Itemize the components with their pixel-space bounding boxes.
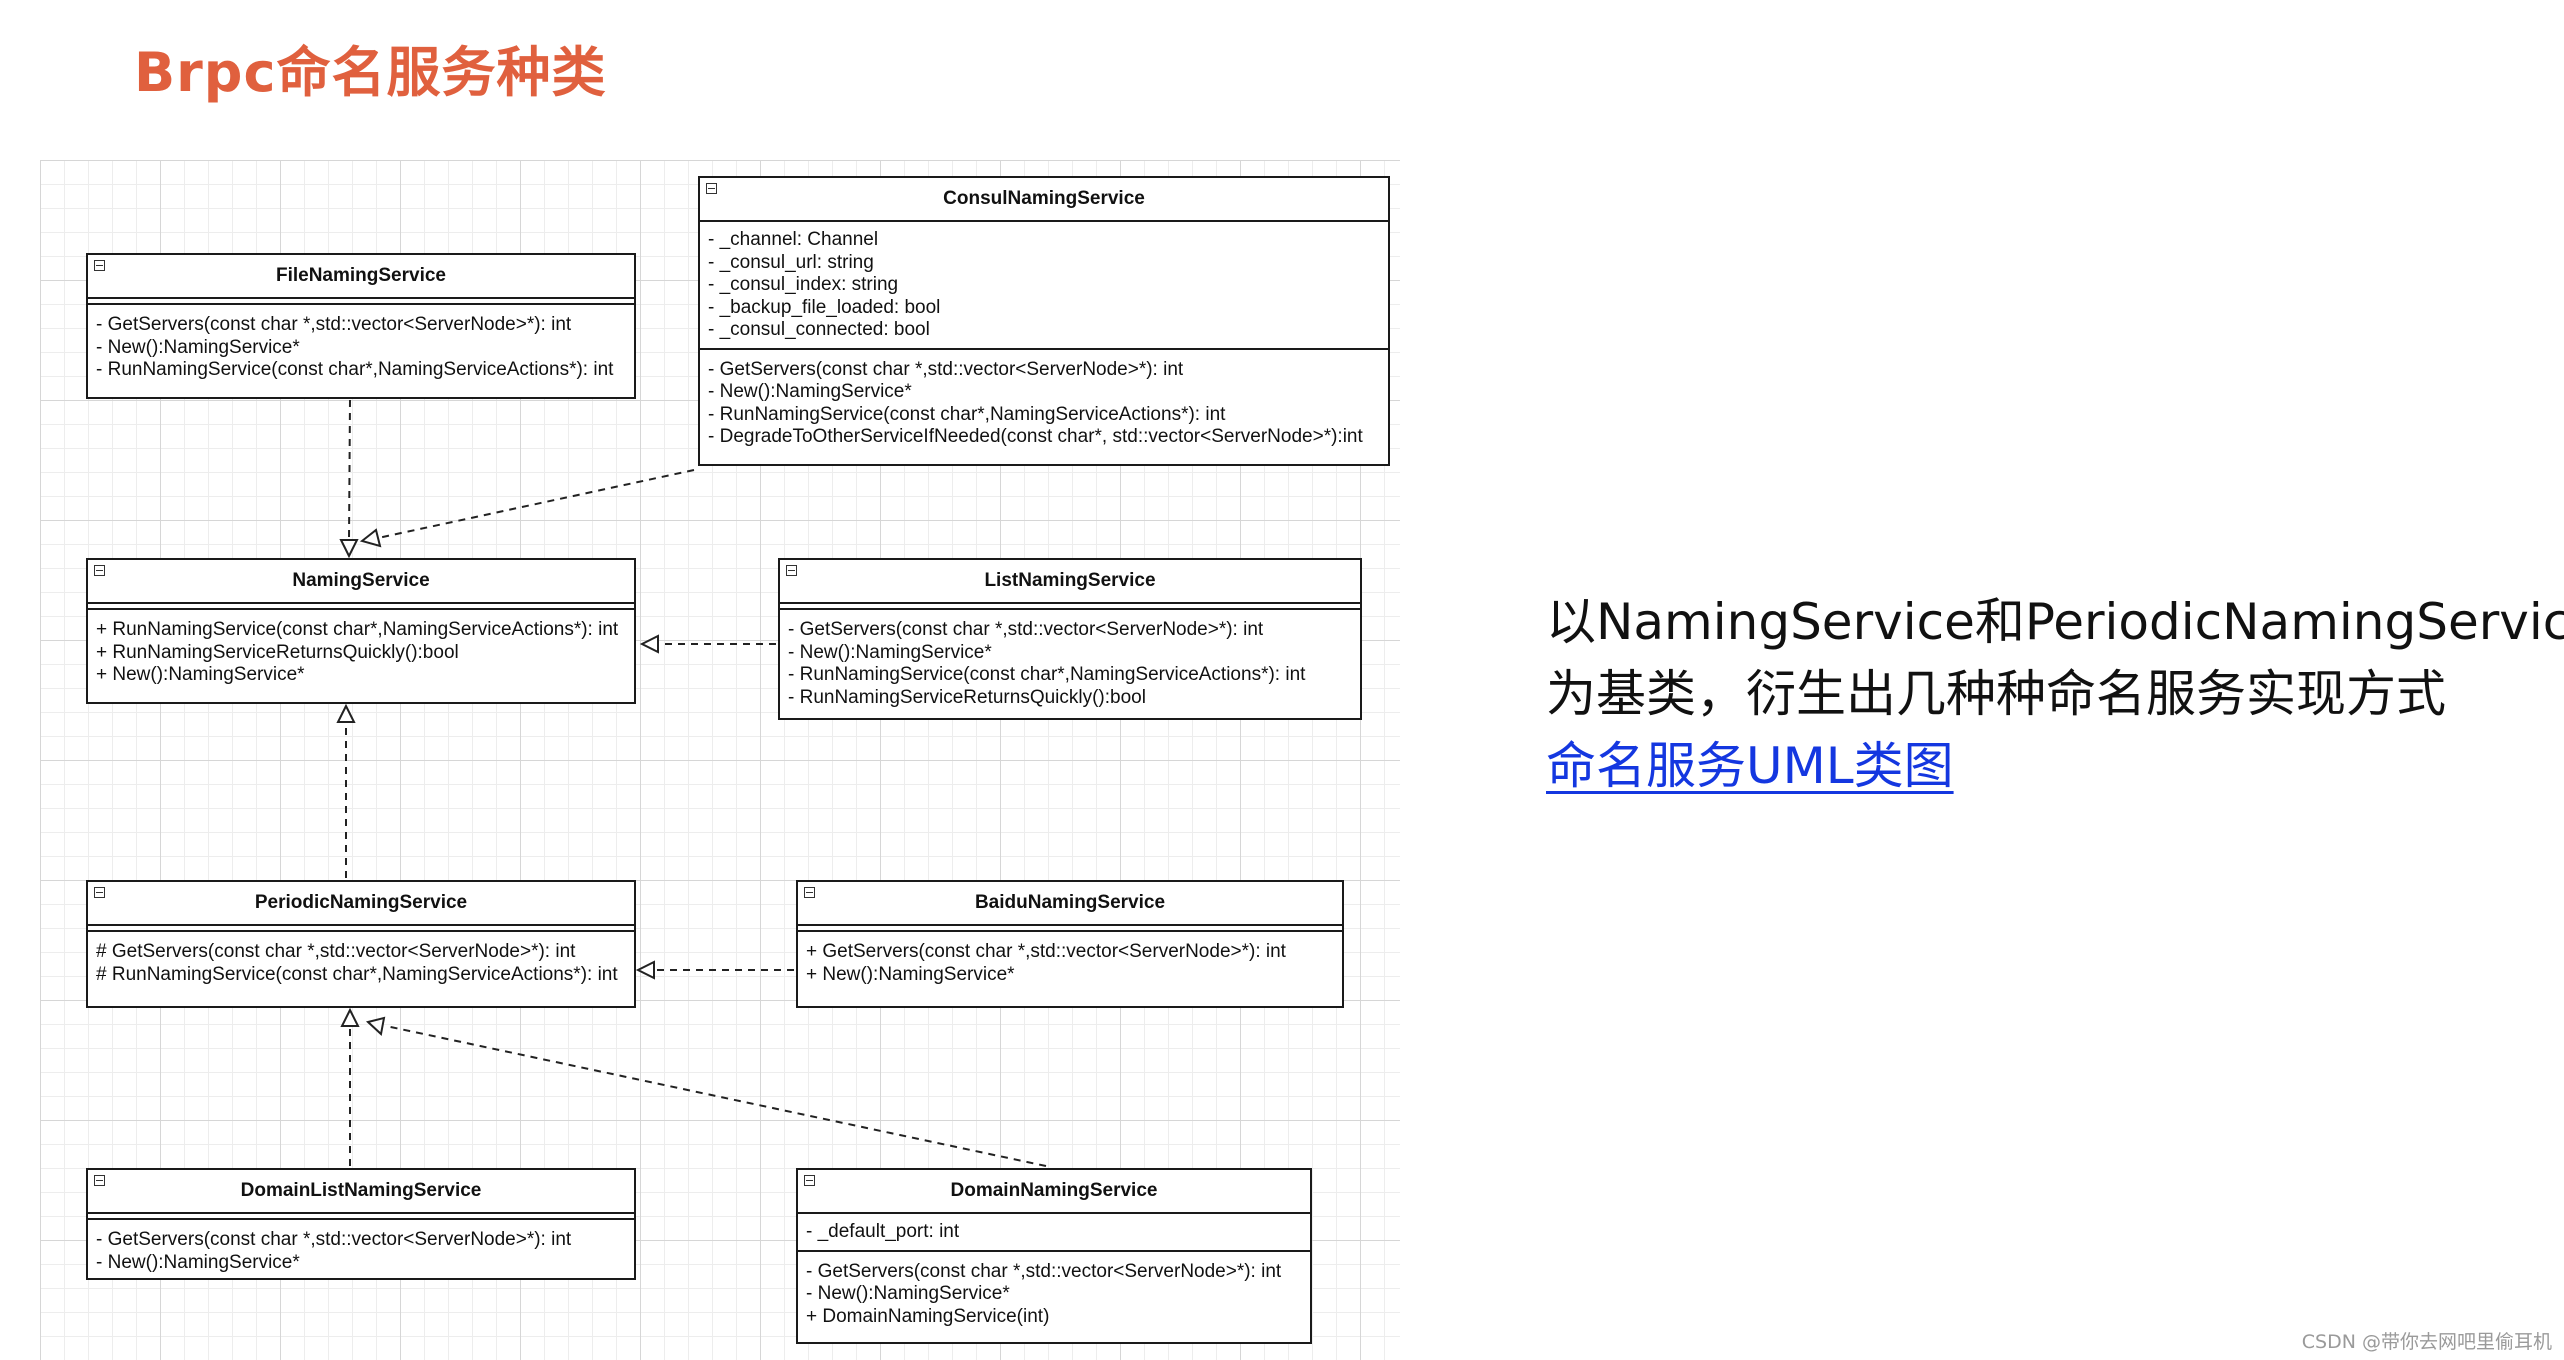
class-header: PeriodicNamingService	[88, 882, 634, 926]
class-consul-naming-service: ConsulNamingService - _channel: Channel …	[698, 176, 1390, 466]
class-header: ConsulNamingService	[700, 178, 1388, 222]
collapse-icon[interactable]	[94, 1175, 105, 1186]
method: - New():NamingService*	[806, 1283, 1010, 1304]
class-name: ListNamingService	[984, 570, 1156, 591]
method: # RunNamingService(const char*,NamingSer…	[96, 963, 618, 985]
method: - GetServers(const char *,std::vector<Se…	[708, 358, 1184, 380]
attributes-section	[88, 299, 634, 305]
class-header: NamingService	[88, 560, 634, 604]
collapse-icon[interactable]	[804, 1175, 815, 1186]
attribute: - _default_port: int	[806, 1221, 960, 1242]
class-name: DomainListNamingService	[240, 1180, 482, 1201]
attributes-section: - _channel: Channel - _consul_url: strin…	[700, 222, 1388, 350]
class-domain-list-naming-service: DomainListNamingService - GetServers(con…	[86, 1168, 636, 1280]
methods-section: # GetServers(const char *,std::vector<Se…	[88, 932, 634, 990]
method: - DegradeToOtherServiceIfNeeded(const ch…	[708, 426, 1363, 447]
method: + RunNamingServiceReturnsQuickly():bool	[96, 641, 459, 663]
class-naming-service: NamingService + RunNamingService(const c…	[86, 558, 636, 704]
class-header: FileNamingService	[88, 255, 634, 299]
method: - GetServers(const char *,std::vector<Se…	[96, 1229, 572, 1250]
method: - RunNamingService(const char*,NamingSer…	[96, 359, 614, 380]
collapse-icon[interactable]	[786, 565, 797, 576]
description-line-1: 以NamingService和PeriodicNamingService	[1546, 593, 2564, 651]
method: - New():NamingService*	[708, 381, 912, 402]
attribute: - _backup_file_loaded: bool	[708, 296, 941, 318]
page-title: Brpc命名服务种类	[134, 41, 607, 104]
method: + New():NamingService*	[806, 963, 1015, 985]
description-line-2: 为基类，衍生出几种种命名服务实现方式	[1546, 665, 2446, 723]
class-header: DomainListNamingService	[88, 1170, 634, 1214]
class-header: BaiduNamingService	[798, 882, 1342, 926]
collapse-icon[interactable]	[804, 887, 815, 898]
method: - RunNamingServiceReturnsQuickly():bool	[788, 686, 1146, 708]
collapse-icon[interactable]	[94, 565, 105, 576]
method: + GetServers(const char *,std::vector<Se…	[806, 941, 1286, 962]
attribute: - _consul_connected: bool	[708, 319, 930, 340]
watermark: CSDN @带你去网吧里偷耳机	[2301, 1331, 2552, 1353]
methods-section: - GetServers(const char *,std::vector<Se…	[780, 610, 1360, 713]
method: - New():NamingService*	[788, 641, 992, 663]
class-periodic-naming-service: PeriodicNamingService # GetServers(const…	[86, 880, 636, 1008]
class-header: DomainNamingService	[798, 1170, 1310, 1214]
method: + New():NamingService*	[96, 664, 305, 685]
methods-section: - GetServers(const char *,std::vector<Se…	[798, 1252, 1310, 1333]
description-link-line: 命名服务UML类图	[1546, 730, 2564, 802]
attributes-section	[780, 604, 1360, 610]
methods-section: - GetServers(const char *,std::vector<Se…	[88, 305, 634, 386]
class-list-naming-service: ListNamingService - GetServers(const cha…	[778, 558, 1362, 720]
class-name: DomainNamingService	[950, 1180, 1158, 1201]
attributes-section	[88, 926, 634, 932]
method: - RunNamingService(const char*,NamingSer…	[788, 664, 1306, 685]
methods-section: + RunNamingService(const char*,NamingSer…	[88, 610, 634, 691]
methods-section: - GetServers(const char *,std::vector<Se…	[88, 1220, 634, 1278]
class-name: FileNamingService	[275, 265, 447, 286]
class-header: ListNamingService	[780, 560, 1360, 604]
class-name: ConsulNamingService	[943, 188, 1145, 209]
method: + DomainNamingService(int)	[806, 1305, 1050, 1327]
uml-diagram-link[interactable]: 命名服务UML类图	[1546, 737, 1954, 795]
attributes-section	[798, 926, 1342, 932]
method: - New():NamingService*	[96, 336, 300, 358]
class-baidu-naming-service: BaiduNamingService + GetServers(const ch…	[796, 880, 1344, 1008]
methods-section: - GetServers(const char *,std::vector<Se…	[700, 350, 1388, 453]
attribute: - _consul_index: string	[708, 274, 899, 295]
methods-section: + GetServers(const char *,std::vector<Se…	[798, 932, 1342, 990]
description: 以NamingService和PeriodicNamingService 为基类…	[1546, 586, 2564, 802]
attribute: - _channel: Channel	[708, 229, 879, 250]
collapse-icon[interactable]	[94, 887, 105, 898]
attributes-section	[88, 1214, 634, 1220]
attributes-section: - _default_port: int	[798, 1214, 1310, 1252]
method: - GetServers(const char *,std::vector<Se…	[96, 314, 572, 335]
class-domain-naming-service: DomainNamingService - _default_port: int…	[796, 1168, 1312, 1344]
method: - RunNamingService(const char*,NamingSer…	[708, 403, 1226, 425]
collapse-icon[interactable]	[94, 260, 105, 271]
method: - New():NamingService*	[96, 1251, 300, 1273]
class-name: NamingService	[292, 570, 430, 591]
method: # GetServers(const char *,std::vector<Se…	[96, 941, 576, 962]
method: - GetServers(const char *,std::vector<Se…	[806, 1260, 1282, 1282]
attributes-section	[88, 604, 634, 610]
class-name: PeriodicNamingService	[254, 892, 468, 913]
attribute: - _consul_url: string	[708, 251, 874, 273]
method: - GetServers(const char *,std::vector<Se…	[788, 619, 1264, 640]
class-name: BaiduNamingService	[974, 892, 1166, 913]
collapse-icon[interactable]	[706, 183, 717, 194]
class-file-naming-service: FileNamingService - GetServers(const cha…	[86, 253, 636, 399]
method: + RunNamingService(const char*,NamingSer…	[96, 619, 619, 640]
